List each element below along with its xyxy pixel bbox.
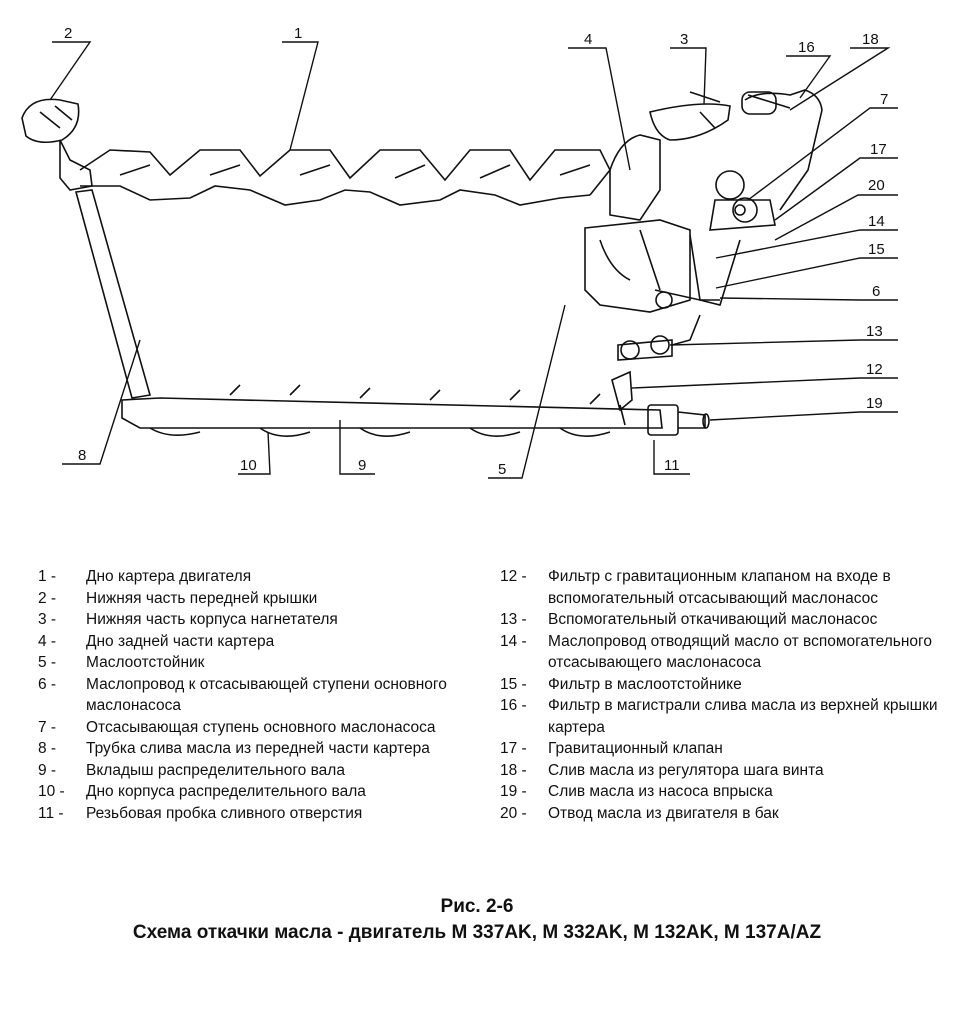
callout-17: 17	[870, 141, 887, 158]
legend-number: 2 -	[38, 589, 57, 607]
legend-number: 15 -	[500, 675, 527, 693]
legend-text: Слив масла из насоса впрыска	[548, 783, 773, 800]
callout-2: 2	[64, 25, 72, 42]
drain-plug	[647, 404, 679, 436]
rear-crankcase-bottom	[609, 134, 661, 221]
legend-text: Маслопровод отводящий масло от вспомогат…	[548, 632, 932, 672]
legend-number: 3 -	[38, 611, 57, 628]
callout-6: 6	[872, 283, 880, 300]
legend-text: Маслопровод к отсасывающей ступени основ…	[86, 675, 447, 715]
legend-item: 6 - Маслопровод к отсасывающей ступени ос…	[38, 674, 478, 717]
legend-number: 7 -	[38, 718, 57, 736]
legend-left: 1 - Дно картера двигателя 2 - Нижняя часть…	[38, 566, 478, 824]
legend-text: Отсасывающая ступень основного маслонасо…	[86, 718, 436, 736]
legend-text: Фильтр с гравитационным клапаном на вход…	[548, 568, 891, 607]
legend-item: 19 - Слив масла из насоса впрыска	[500, 781, 940, 803]
legend-item: 7 - Отсасывающая ступень основного маслон…	[38, 717, 478, 739]
legend-text: Резьбовая пробка сливного отверстия	[86, 804, 363, 822]
callout-16: 16	[798, 39, 815, 56]
legend-text: Дно задней части картера	[86, 632, 275, 650]
legend-item: 2 - Нижняя часть передней крышки	[38, 588, 478, 610]
legend-text: Дно корпуса распределительного вала	[86, 783, 366, 800]
legend-item: 13 - Вспомогательный откачивающий маслона…	[500, 609, 940, 631]
callout-18: 18	[862, 31, 879, 48]
legend-text: Фильтр в маслоотстойнике	[548, 675, 742, 693]
legend-item: 10 - Дно корпуса распределительного вала	[38, 781, 478, 803]
callout-13: 13	[866, 323, 883, 340]
callout-11: 11	[664, 457, 680, 474]
legend-text: Слив масла из регулятора шага винта	[548, 761, 824, 779]
legend-text: Нижняя часть корпуса нагнетателя	[86, 611, 338, 628]
filter-gravity-valve	[611, 370, 633, 412]
callout-3: 3	[680, 31, 688, 48]
callout-12: 12	[866, 361, 883, 378]
legend-item: 3 - Нижняя часть корпуса нагнетателя	[38, 609, 478, 631]
legend-text: Фильтр в магистрали слива масла из верхн…	[548, 697, 938, 736]
legend-item: 17 - Гравитационный клапан	[500, 738, 940, 760]
callout-7: 7	[880, 91, 888, 108]
supercharger-bottom	[649, 103, 731, 141]
legend-number: 5 -	[38, 654, 57, 671]
callout-4: 4	[584, 31, 592, 48]
callout-8: 8	[78, 447, 86, 464]
callout-5: 5	[498, 461, 506, 478]
legend-item: 1 - Дно картера двигателя	[38, 566, 478, 588]
legend-number: 14 -	[500, 632, 527, 650]
legend-item: 12 - Фильтр с гравитационным клапаном на …	[500, 566, 940, 609]
legend-number: 1 -	[38, 568, 57, 585]
legend-text: Нижняя часть передней крышки	[86, 589, 318, 607]
scavenge-pump-gear	[715, 170, 745, 200]
legend-number: 20 -	[500, 804, 527, 822]
legend-item: 4 - Дно задней части картера	[38, 631, 478, 653]
legend-number: 6 -	[38, 675, 57, 693]
oil-sump	[584, 219, 691, 313]
legend-number: 10 -	[38, 783, 65, 800]
legend-item: 14 - Маслопровод отводящий масло от вспом…	[500, 631, 940, 674]
legend-text: Дно картера двигателя	[86, 568, 252, 585]
front-drain-tube	[74, 189, 152, 399]
legend-item: 16 - Фильтр в магистрали слива масла из в…	[500, 695, 940, 738]
legend-text: Трубка слива масла из передней части кар…	[86, 740, 430, 757]
legend-number: 4 -	[38, 632, 57, 650]
legend-number: 13 -	[500, 611, 527, 628]
callout-19: 19	[866, 395, 883, 412]
callout-9: 9	[358, 457, 366, 474]
legend-text: Вспомогательный откачивающий маслонасос	[548, 611, 878, 628]
legend-item: 15 - Фильтр в маслоотстойнике	[500, 674, 940, 696]
legend-item: 20 - Отвод масла из двигателя в бак	[500, 803, 940, 825]
callout-20: 20	[868, 177, 885, 194]
figure-number: Рис. 2-6	[440, 896, 514, 917]
front-cover-part	[21, 98, 80, 144]
injection-pump-drain	[677, 411, 706, 429]
legend-right: 12 - Фильтр с гравитационным клапаном на …	[500, 566, 940, 824]
legend-number: 9 -	[38, 761, 57, 779]
governor-drain-line	[744, 89, 823, 211]
legend-item: 9 - Вкладыш распределительного вала	[38, 760, 478, 782]
legend-text: Вкладыш распределительного вала	[86, 761, 345, 779]
legend-number: 8 -	[38, 740, 57, 757]
legend-number: 19 -	[500, 783, 527, 800]
legend-number: 17 -	[500, 740, 527, 757]
callout-15: 15	[868, 241, 885, 258]
legend-number: 16 -	[500, 697, 527, 714]
legend-item: 18 - Слив масла из регулятора шага винта	[500, 760, 940, 782]
legend-item: 11 - Резьбовая пробка сливного отверстия	[38, 803, 478, 825]
callout-1: 1	[294, 25, 302, 42]
legend-item: 5 - Маслоотстойник	[38, 652, 478, 674]
legend-number: 12 -	[500, 568, 527, 585]
legend-item: 8 - Трубка слива масла из передней части …	[38, 738, 478, 760]
legend-number: 11 -	[38, 804, 64, 822]
camshaft-housing	[121, 397, 663, 429]
legend-number: 18 -	[500, 761, 527, 779]
figure-title: Схема откачки масла - двигатель M 337AK,…	[132, 922, 822, 943]
legend-text: Гравитационный клапан	[548, 740, 723, 757]
callout-14: 14	[868, 213, 885, 230]
legend-text: Отвод масла из двигателя в бак	[548, 804, 779, 822]
oil-scavenge-diagram: 1 2 3 4 5 6 7 8 9 10 11 12 13 14 15 16 1…	[21, 25, 898, 479]
legend-text: Маслоотстойник	[86, 654, 205, 671]
crankcase-bottom	[79, 149, 611, 196]
callout-10: 10	[240, 457, 257, 474]
